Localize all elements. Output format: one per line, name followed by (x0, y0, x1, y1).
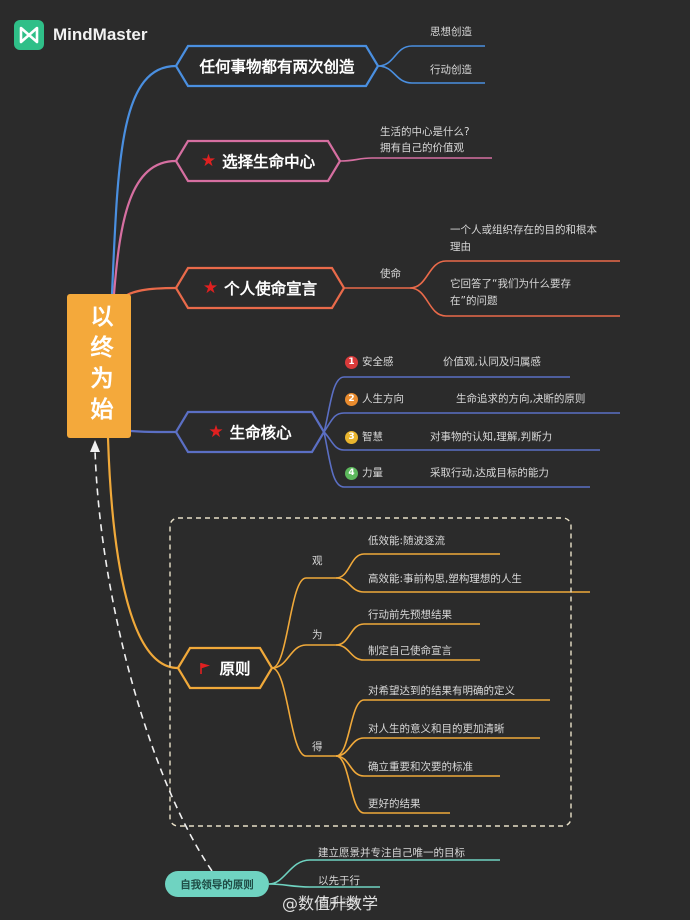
branch-two-creations-label: 任何事物都有两次创造 (199, 58, 355, 76)
footer-line: 使用自身 (318, 897, 360, 909)
core-item-name: 人生方向 (362, 393, 404, 405)
core-item-desc: 价值观,认同及归属感 (443, 356, 541, 368)
self-leadership-topic[interactable]: 自我领导的原则 (165, 871, 269, 897)
self-leadership-label: 自我领导的原则 (180, 878, 254, 891)
branch-mission-statement-label: 个人使命宣言 (224, 280, 318, 298)
branch-life-core[interactable]: ★ 生命核心 (176, 412, 324, 452)
branch-mission-statement[interactable]: ★ 个人使命宣言 (176, 268, 344, 308)
core-item-desc: 采取行动,达成目标的能力 (430, 467, 549, 479)
mission-definition-line2: 理由 (450, 241, 471, 253)
core-item-direction[interactable]: 2 人生方向 (345, 391, 404, 406)
star-icon: ★ (202, 278, 219, 298)
principle-item: 对希望达到的结果有明确的定义 (368, 685, 515, 697)
app-logo: MindMaster (14, 20, 147, 50)
core-item-power[interactable]: 4 力量 (345, 465, 383, 480)
core-item-security[interactable]: 1 安全感 (345, 354, 394, 369)
core-item-name: 安全感 (362, 356, 394, 368)
note-life-center-question: 生活的中心是什么? (380, 126, 470, 138)
flag-icon (200, 663, 211, 674)
note-own-values: 拥有自己的价值观 (380, 142, 464, 154)
branch-two-creations[interactable]: 任何事物都有两次创造 (176, 46, 378, 86)
principle-key-act[interactable]: 为 (312, 629, 323, 641)
root-topic-label: 以终为始 (86, 304, 112, 428)
principle-item: 确立重要和次要的标准 (368, 761, 473, 773)
branch-choose-life-center-label: 选择生命中心 (222, 153, 316, 171)
principle-key-view[interactable]: 观 (312, 555, 323, 567)
principle-item: 对人生的意义和目的更加清晰 (368, 723, 505, 735)
subtopic-mission[interactable]: 使命 (380, 268, 401, 280)
footer-line: 以先于行 (318, 875, 360, 887)
core-item-wisdom[interactable]: 3 智慧 (345, 429, 383, 444)
number-badge-1: 1 (345, 355, 358, 369)
mission-definition-line1: 一个人或组织存在的目的和根本 (450, 224, 597, 236)
subtopic-physical-creation[interactable]: 行动创造 (430, 64, 472, 76)
branch-principles-label: 原则 (219, 660, 251, 678)
number-badge-3: 3 (345, 430, 358, 444)
subtopic-mental-creation[interactable]: 思想创造 (430, 26, 472, 38)
core-item-name: 力量 (362, 467, 383, 479)
branch-life-core-label: 生命核心 (229, 424, 292, 442)
principle-item: 行动前先预想结果 (368, 609, 452, 621)
star-icon: ★ (200, 151, 217, 171)
number-badge-4: 4 (345, 466, 358, 480)
principle-item: 低效能:随波逐流 (368, 535, 446, 547)
core-item-desc: 对事物的认知,理解,判断力 (430, 431, 553, 443)
branch-choose-life-center[interactable]: ★ 选择生命中心 (176, 141, 340, 181)
watermark: @数值升数学 (282, 894, 379, 913)
footer-line: 建立愿景并专注自己唯一的目标 (318, 847, 465, 859)
core-item-name: 智慧 (362, 431, 383, 443)
app-name: MindMaster (53, 25, 148, 44)
mission-question-line1: 它回答了“我们为什么要存 (450, 278, 571, 290)
root-topic[interactable]: 以终为始 (67, 294, 131, 438)
branch-principles[interactable]: 原则 (178, 648, 272, 688)
number-badge-2: 2 (345, 392, 358, 406)
principle-item: 制定自己使命宣言 (368, 645, 452, 657)
star-icon: ★ (208, 422, 224, 442)
principle-key-gain[interactable]: 得 (312, 741, 323, 753)
principle-item: 更好的结果 (368, 798, 421, 810)
core-item-desc: 生命追求的方向,决断的原则 (456, 393, 586, 405)
mindmaster-logo-icon (14, 20, 44, 50)
principle-item: 高效能:事前构思,塑构理想的人生 (368, 573, 522, 585)
mission-question-line2: 在”的问题 (450, 295, 498, 307)
